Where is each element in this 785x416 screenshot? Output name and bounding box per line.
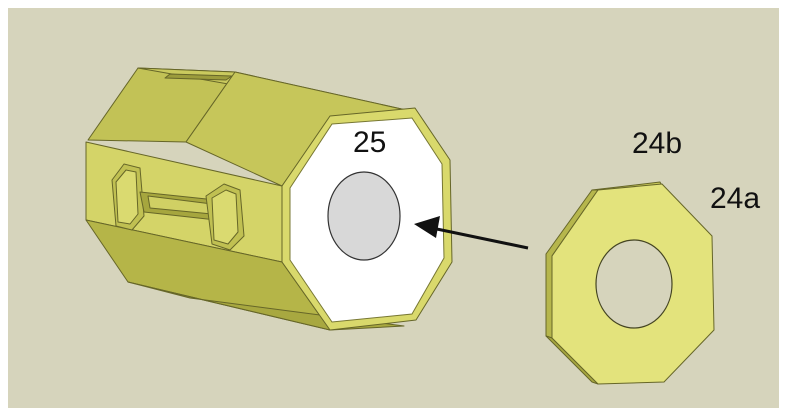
- arrow-shaft: [431, 226, 529, 250]
- housing-slot: [111, 163, 245, 251]
- housing-center-hole: [327, 171, 401, 261]
- label-24b: 24b: [632, 127, 682, 160]
- assembly-arrow: [414, 216, 529, 250]
- housing-top-groove: [164, 73, 233, 81]
- arrow-left-icon: [414, 216, 440, 238]
- slot-left-lug-face: [115, 169, 139, 225]
- slot-right-lug-face: [211, 189, 239, 245]
- label-25: 25: [353, 126, 386, 159]
- washer-hole: [595, 239, 673, 329]
- label-24a: 24a: [710, 182, 760, 215]
